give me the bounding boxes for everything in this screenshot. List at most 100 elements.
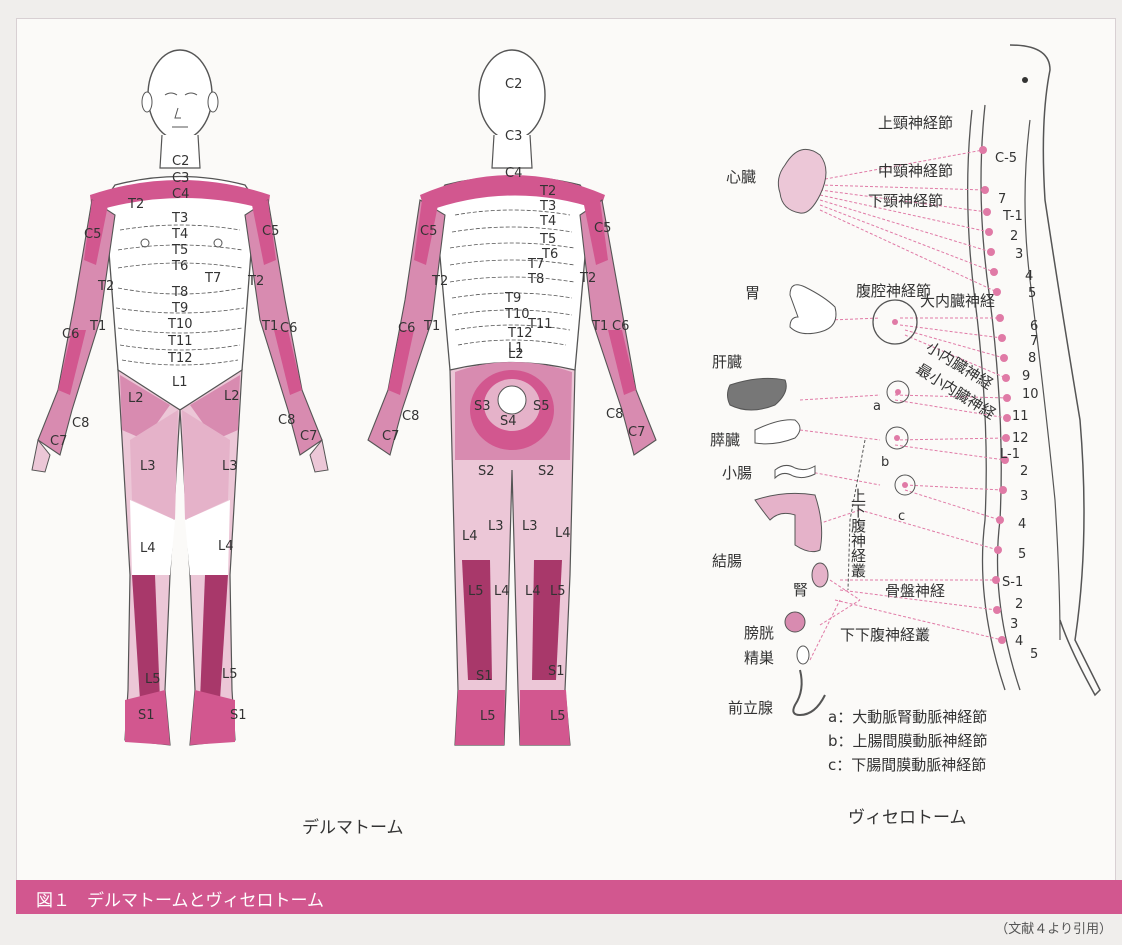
liver-icon — [728, 378, 787, 410]
ganglion-label: 上頸神経節 — [878, 114, 953, 132]
back-label: L3 — [522, 519, 538, 534]
front-label: T10 — [167, 317, 192, 332]
spine-label: S-1 — [1002, 575, 1023, 590]
back-label: S1 — [548, 664, 565, 679]
back-label: C5 — [420, 224, 437, 239]
back-body — [368, 50, 656, 745]
back-label: T10 — [504, 307, 529, 322]
dermatome-viscerotome-diagram: C2 C3 C4 T2 T3 T4 T5 T6 T7 T8 T9 T10 T11… — [0, 0, 1122, 880]
spine-label: 3 — [1015, 247, 1023, 262]
front-label: C7 — [300, 429, 317, 444]
ganglion-label: 上下腹神経叢 — [849, 488, 867, 578]
back-label: T2 — [539, 184, 556, 199]
testis-icon — [797, 646, 809, 664]
back-label: S2 — [538, 464, 555, 479]
spine-label: 5 — [1028, 286, 1036, 301]
spine-label: 9 — [1022, 369, 1030, 384]
front-label: L5 — [222, 667, 238, 682]
back-label: L4 — [462, 529, 478, 544]
organ-label: 肝臓 — [712, 353, 742, 371]
legend-item: a：大動脈腎動脈神経節 — [828, 708, 987, 726]
ganglion-letter: c — [898, 509, 905, 524]
pancreas-icon — [755, 420, 800, 444]
front-label: T7 — [204, 271, 221, 286]
small-intestine-icon — [775, 465, 815, 478]
back-label: L4 — [494, 584, 510, 599]
front-label: L4 — [218, 539, 234, 554]
back-label: C5 — [594, 221, 611, 236]
back-label: L4 — [525, 584, 541, 599]
viscerotome — [728, 45, 1101, 715]
back-label: L5 — [550, 709, 566, 724]
back-label: S2 — [478, 464, 495, 479]
stomach-icon — [790, 285, 836, 334]
spine-label: T-1 — [1002, 209, 1023, 224]
spine-label: 7 — [1030, 334, 1038, 349]
ganglion-letter: a — [873, 399, 881, 414]
back-label: T5 — [539, 232, 556, 247]
organ-label: 結腸 — [712, 552, 742, 570]
ganglion-label: 骨盤神経 — [885, 582, 945, 600]
front-label: T2 — [247, 274, 264, 289]
front-label: T1 — [89, 319, 106, 334]
back-label: T9 — [504, 291, 521, 306]
front-label: T8 — [171, 285, 188, 300]
colon-icon — [755, 493, 822, 551]
spine-label: 5 — [1030, 647, 1038, 662]
spine-label: 3 — [1020, 489, 1028, 504]
back-label: C3 — [505, 129, 522, 144]
front-label: T11 — [167, 334, 192, 349]
back-label: L5 — [480, 709, 496, 724]
organ-label: 心臓 — [726, 168, 756, 186]
back-label: C6 — [398, 321, 415, 336]
front-label: C5 — [262, 224, 279, 239]
spine-label: 3 — [1010, 617, 1018, 632]
legend-item: c：下腸間膜動脈神経節 — [828, 756, 986, 774]
back-label: L4 — [555, 526, 571, 541]
back-label: T4 — [539, 214, 556, 229]
front-label: T1 — [261, 319, 278, 334]
back-label: L5 — [550, 584, 566, 599]
spine-label: 6 — [1030, 319, 1038, 334]
front-label: T5 — [171, 243, 188, 258]
spine-label: C-5 — [995, 151, 1017, 166]
front-label: T12 — [167, 351, 192, 366]
front-label: T6 — [171, 259, 188, 274]
back-label: C8 — [402, 409, 419, 424]
front-label: T2 — [127, 197, 144, 212]
spine-label: 4 — [1025, 269, 1033, 284]
spine-label: 12 — [1012, 431, 1029, 446]
spine-label: 2 — [1015, 597, 1023, 612]
back-label: L5 — [468, 584, 484, 599]
spine-label: 2 — [1010, 229, 1018, 244]
front-label: L3 — [222, 459, 238, 474]
spine-label: L-1 — [1000, 447, 1020, 462]
front-label: C8 — [72, 416, 89, 431]
back-label: T2 — [431, 274, 448, 289]
figure-caption: 図１ デルマトームとヴィセロトーム — [36, 886, 324, 911]
legend: a：大動脈腎動脈神経節 b：上腸間膜動脈神経節 c：下腸間膜動脈神経節 — [828, 708, 988, 774]
front-label: C3 — [172, 171, 189, 186]
back-label: C2 — [505, 77, 522, 92]
organ-label: 胃 — [745, 284, 760, 302]
dermatome-caption: デルマトーム — [302, 817, 404, 838]
back-label: C7 — [382, 429, 399, 444]
ganglion-label: 大内臓神経 — [920, 292, 995, 310]
front-label: T3 — [171, 211, 188, 226]
back-label: L3 — [488, 519, 504, 534]
spine-label: 5 — [1018, 547, 1026, 562]
front-label: L1 — [172, 375, 188, 390]
legend-item: b：上腸間膜動脈神経節 — [828, 732, 988, 750]
organ-label: 精巣 — [744, 649, 774, 667]
back-label: C4 — [505, 166, 522, 181]
front-label: C6 — [280, 321, 297, 336]
front-label: L3 — [140, 459, 156, 474]
front-label: C8 — [278, 413, 295, 428]
back-label: S3 — [474, 399, 491, 414]
spine-label: 11 — [1012, 409, 1029, 424]
organ-label: 腎 — [793, 581, 808, 599]
organ-label: 膵臓 — [710, 431, 740, 449]
back-label: T2 — [579, 271, 596, 286]
heart-icon — [778, 149, 826, 213]
